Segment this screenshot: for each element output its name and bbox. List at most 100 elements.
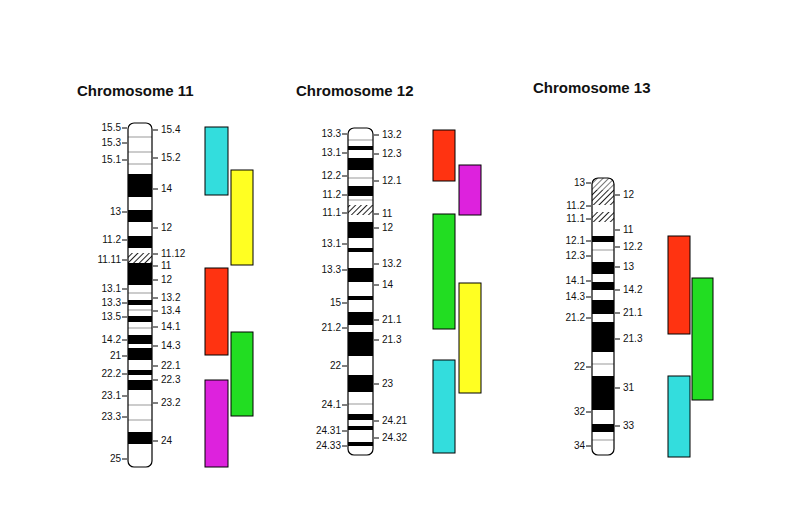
band-label: 24.21 (382, 415, 407, 427)
band-label: 23.3 (102, 411, 121, 423)
band-label: 11 (623, 224, 633, 236)
band-tick (342, 176, 347, 177)
band-label: 33 (623, 420, 634, 432)
band-tick (615, 313, 620, 314)
band-label: 24.33 (316, 440, 341, 452)
band-tick (122, 459, 127, 460)
band-ticks (122, 128, 620, 459)
band-tick (374, 264, 379, 265)
band-label: 13.2 (382, 129, 401, 141)
band-tick (153, 158, 158, 159)
band-tick (615, 247, 620, 248)
band-label: 12 (623, 189, 634, 201)
band-tick (153, 189, 158, 190)
band-label: 11 (382, 208, 392, 220)
chromosome-title: Chromosome 13 (533, 79, 651, 97)
ideogram (348, 128, 373, 455)
band-label: 24.31 (316, 425, 341, 437)
band-label: 15.3 (102, 137, 121, 149)
band-tick (342, 244, 347, 245)
band-tick (615, 339, 620, 340)
band-label: 21 (110, 350, 121, 362)
band-tick (122, 356, 127, 357)
band-tick (153, 130, 158, 131)
band-label: 11 (161, 260, 171, 272)
band-label: 32 (574, 406, 585, 418)
band-label: 13 (110, 206, 121, 218)
band-label: 14 (382, 279, 393, 291)
band-label: 12.3 (382, 148, 401, 160)
band-tick (374, 135, 379, 136)
band-tick (153, 311, 158, 312)
band-tick (586, 183, 591, 184)
band-tick (153, 228, 158, 229)
band-tick (586, 281, 591, 282)
band-label: 21.1 (623, 307, 642, 319)
band-label: 12.1 (566, 235, 585, 247)
band-label: 24.32 (382, 432, 407, 444)
band-label: 15.4 (161, 124, 180, 136)
band-tick (586, 412, 591, 413)
band-tick (122, 303, 127, 304)
band-label: 23.2 (161, 397, 180, 409)
band-label: 14.2 (102, 334, 121, 346)
band-tick (342, 303, 347, 304)
band-tick (153, 280, 158, 281)
band-label: 12.3 (566, 250, 585, 262)
band-tick (374, 384, 379, 385)
band-tick (374, 421, 379, 422)
band-label: 11.11 (97, 254, 121, 266)
band-label: 21.3 (382, 334, 401, 346)
band-tick (342, 270, 347, 271)
band-tick (374, 228, 379, 229)
band-tick (586, 241, 591, 242)
band-label: 14.3 (566, 291, 585, 303)
band-label: 14.3 (161, 340, 180, 352)
band-tick (122, 128, 127, 129)
band-label: 13 (574, 177, 585, 189)
band-tick (586, 206, 591, 207)
band-tick (122, 212, 127, 213)
band-tick (122, 396, 127, 397)
band-label: 24.1 (322, 399, 341, 411)
band-label: 13.1 (322, 238, 341, 250)
band-label: 13 (623, 261, 634, 273)
band-tick (153, 254, 158, 255)
band-tick (122, 160, 127, 161)
band-label: 15 (330, 297, 341, 309)
band-label: 11.2 (566, 200, 585, 212)
chromosome-title: Chromosome 12 (296, 82, 414, 100)
band-label: 25 (110, 453, 121, 465)
band-tick (122, 374, 127, 375)
band-label: 15.2 (161, 152, 180, 164)
band-tick (153, 366, 158, 367)
band-label: 12.1 (382, 175, 401, 187)
band-tick (342, 405, 347, 406)
band-tick (586, 219, 591, 220)
band-tick (153, 346, 158, 347)
band-label: 13.1 (102, 283, 121, 295)
chromosome-title: Chromosome 11 (77, 82, 194, 100)
band-tick (342, 195, 347, 196)
band-label: 13.4 (161, 305, 180, 317)
band-label: 13.5 (102, 311, 121, 323)
band-tick (586, 446, 591, 447)
band-label: 12.2 (322, 170, 341, 182)
band-label: 11.1 (322, 207, 341, 219)
band-tick (122, 317, 127, 318)
band-label: 13.3 (322, 264, 341, 276)
band-label: 14 (161, 183, 172, 195)
band-tick (122, 289, 127, 290)
band-tick (153, 380, 158, 381)
band-tick (342, 366, 347, 367)
band-tick (122, 340, 127, 341)
band-label: 23 (382, 378, 393, 390)
band-label: 12 (382, 222, 393, 234)
band-tick (374, 320, 379, 321)
ideogram (128, 123, 152, 467)
band-tick (153, 403, 158, 404)
band-tick (374, 154, 379, 155)
band-tick (586, 318, 591, 319)
band-label: 11.1 (566, 213, 585, 225)
band-tick (122, 260, 127, 261)
